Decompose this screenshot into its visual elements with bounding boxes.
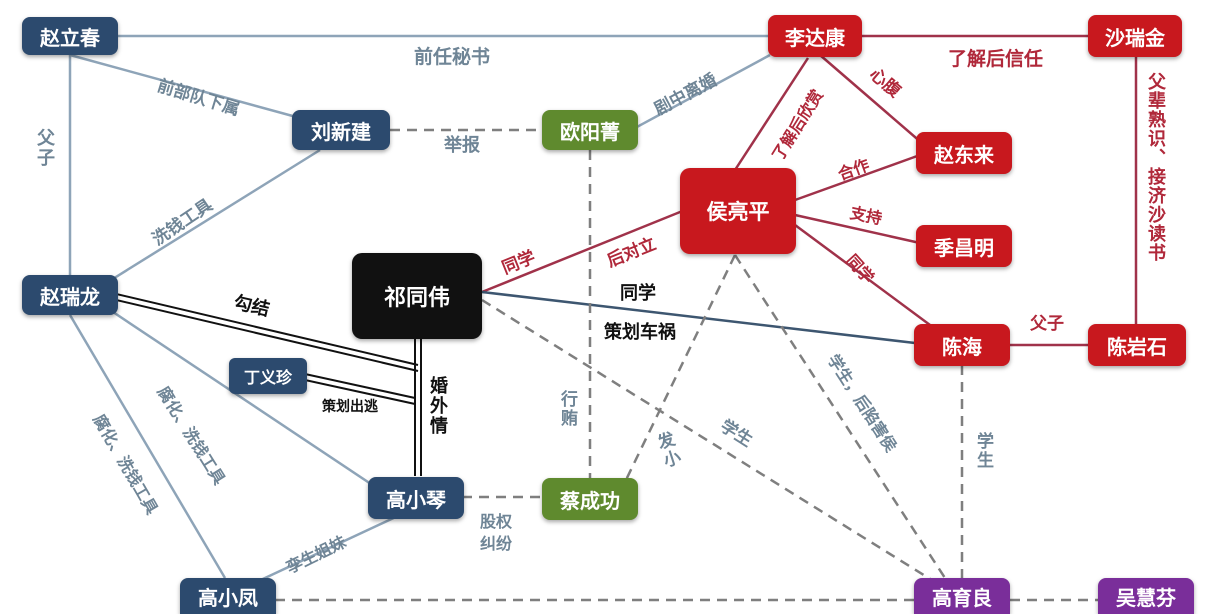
line-houliangping-caichenggong bbox=[623, 254, 737, 483]
label-equity-dispute: 股权纠纷 bbox=[480, 512, 513, 553]
node-ding-yizhen[interactable]: 丁义珍 bbox=[229, 358, 307, 394]
line-zhaoruilong-gaoxiaoqin bbox=[94, 298, 396, 502]
node-ouyang-jing[interactable]: 欧阳菁 bbox=[542, 110, 638, 150]
line-zhaoruilong-gaoxiaofeng bbox=[68, 314, 227, 579]
label-father-son-zhao: 父子 bbox=[34, 128, 55, 168]
line-houliangping-chenhai bbox=[794, 223, 931, 327]
node-li-dakang[interactable]: 李达康 bbox=[768, 15, 862, 57]
line-ouyangjing-lidakang bbox=[634, 53, 771, 130]
label-classmate-qi-chen: 同学 bbox=[620, 283, 656, 304]
line-qitongwei-gaoyuliang bbox=[481, 298, 936, 584]
node-gao-xiaofeng[interactable]: 高小凤 bbox=[180, 578, 276, 614]
node-zhao-donglai[interactable]: 赵东来 bbox=[916, 132, 1012, 174]
line-lidakang-zhaodonglai bbox=[819, 54, 931, 151]
line-houliangping-gaoyuliang bbox=[733, 254, 947, 579]
node-qi-tongwei[interactable]: 祁同伟 bbox=[352, 253, 482, 339]
line-zhaoruilong-qitongwei bbox=[94, 288, 419, 372]
line-houliangping-jichangming bbox=[794, 213, 921, 245]
label-trust-after: 了解后信任 bbox=[948, 48, 1044, 70]
line-zhaolichun-liuxinjian bbox=[69, 53, 301, 120]
line-qitongwei-gaoxiaoqin bbox=[414, 338, 422, 476]
line-qitongwei-chenhai bbox=[481, 290, 916, 345]
node-sha-ruijin[interactable]: 沙瑞金 bbox=[1088, 15, 1182, 57]
label-plan-escape: 策划出逃 bbox=[322, 399, 378, 415]
node-ji-changming[interactable]: 季昌明 bbox=[916, 225, 1012, 267]
label-plot-accident: 策划车祸 bbox=[604, 322, 676, 343]
label-former-secretary: 前任秘书 bbox=[414, 46, 491, 68]
label-father-friend: 父辈熟识、接济沙读书 bbox=[1145, 72, 1166, 262]
node-hou-liangping[interactable]: 侯亮平 bbox=[680, 168, 796, 254]
label-student-chen: 学生 bbox=[973, 432, 993, 470]
label-father-son-chen: 父子 bbox=[1030, 314, 1064, 334]
node-cai-chenggong[interactable]: 蔡成功 bbox=[542, 478, 638, 520]
line-houliangping-zhaodonglai bbox=[794, 153, 921, 202]
line-liuxinjian-zhaoruilong bbox=[94, 148, 321, 292]
node-zhao-lichun[interactable]: 赵立春 bbox=[22, 17, 118, 55]
node-chen-yanshi[interactable]: 陈岩石 bbox=[1088, 324, 1186, 366]
label-bribe: 行贿 bbox=[557, 390, 577, 428]
line-qitongwei-houliangping bbox=[481, 208, 686, 294]
node-gao-yuliang[interactable]: 高育良 bbox=[914, 578, 1010, 614]
line-dingyizhen-gaoxiaoqin bbox=[304, 373, 416, 405]
label-report: 举报 bbox=[444, 135, 480, 156]
node-gao-xiaoqin[interactable]: 高小琴 bbox=[368, 477, 464, 519]
line-gaoxiaoqin-gaoxiaofeng bbox=[249, 513, 401, 587]
node-wu-huifen[interactable]: 吴慧芬 bbox=[1098, 578, 1194, 614]
node-liu-xinjian[interactable]: 刘新建 bbox=[292, 110, 390, 150]
line-lidakang-houliangping bbox=[733, 57, 810, 171]
label-affair: 婚外情 bbox=[427, 376, 448, 436]
node-chen-hai[interactable]: 陈海 bbox=[914, 324, 1010, 366]
node-zhao-ruilong[interactable]: 赵瑞龙 bbox=[22, 275, 118, 315]
